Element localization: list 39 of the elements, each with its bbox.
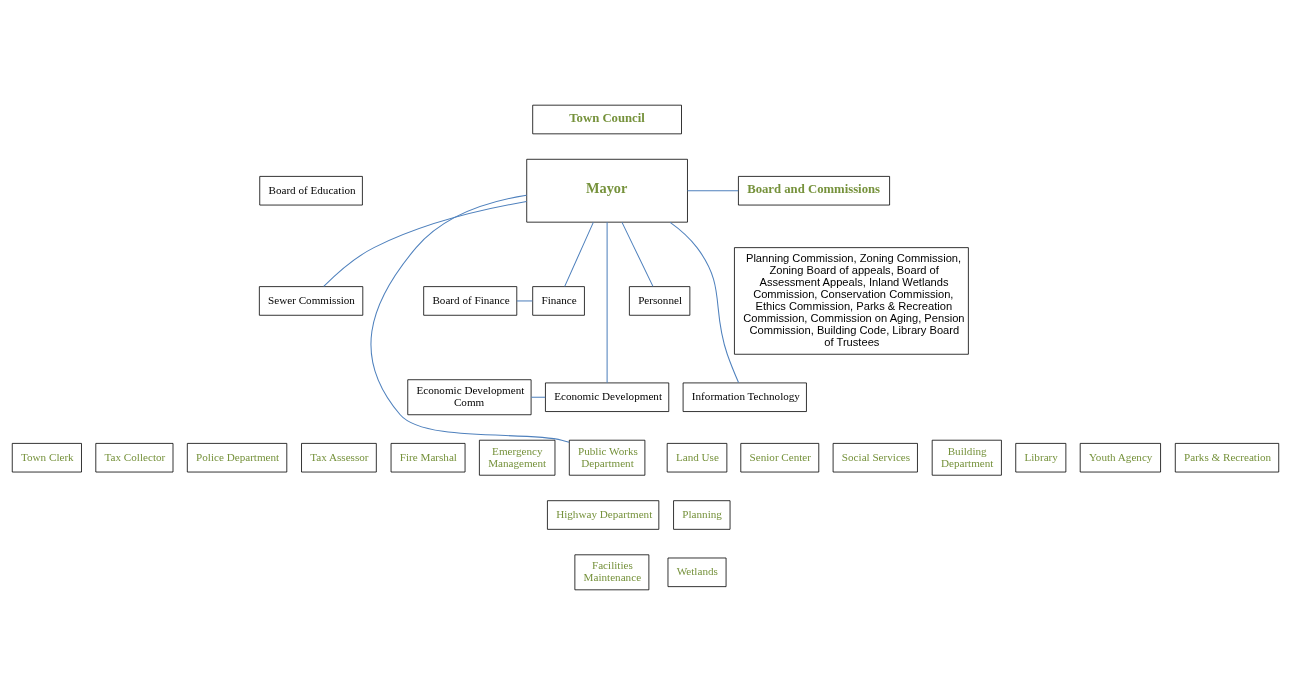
node-box: Tax Collector <box>95 442 174 472</box>
node-box: Town Council <box>532 104 682 134</box>
connector <box>516 299 533 301</box>
connector <box>687 189 739 191</box>
node-box: Personnel <box>629 285 691 316</box>
node-box: Finance <box>532 285 585 316</box>
node-box: Building Department <box>931 439 1002 476</box>
node-box: Highway Department <box>547 499 660 530</box>
node-box: Sewer Commission <box>258 285 364 316</box>
node-box: Emergency Management <box>479 439 556 476</box>
connector <box>564 221 594 287</box>
node-box: Planning <box>673 499 731 530</box>
node-box: Public Works Department <box>568 439 646 476</box>
connector <box>323 200 527 287</box>
node-box: Youth Agency <box>1079 442 1161 472</box>
node-box: Wetlands <box>667 557 727 587</box>
node-box: Planning Commission, Zoning Commission, Zoning Board of appeals, Board of Assessment Appeals, Inland Wetlands Commission, Conservation Commission, Ethics Commission, Parks & Recreation Commission, Commission on Aging, Pension Commission, Building Code, Library Board of Trustees <box>734 246 969 355</box>
node-box: Board of Education <box>259 175 363 205</box>
node-box: Police Department <box>186 442 288 472</box>
node-box: Tax Assessor <box>301 442 377 472</box>
node-box: Mayor <box>526 158 688 223</box>
connector <box>621 221 654 287</box>
node-box: Parks & Recreation <box>1174 442 1280 472</box>
node-box: Facilities Maintenance <box>574 553 650 590</box>
node-box: Social Services <box>832 442 918 472</box>
node-box: Town Clerk <box>11 442 82 472</box>
node-box: Library <box>1015 442 1067 472</box>
node-box: Senior Center <box>740 442 820 472</box>
node-box: Board and Commissions <box>738 175 890 205</box>
connector <box>606 221 608 383</box>
node-box: Land Use <box>666 442 728 472</box>
node-box: Economic Development <box>545 382 670 412</box>
connector <box>530 396 546 398</box>
node-box: Economic Development Comm <box>407 378 532 415</box>
node-box: Fire Marshal <box>390 442 466 472</box>
node-box: Information Technology <box>682 382 807 412</box>
connector <box>669 221 740 383</box>
connector <box>370 194 570 443</box>
node-box: Board of Finance <box>423 285 518 316</box>
